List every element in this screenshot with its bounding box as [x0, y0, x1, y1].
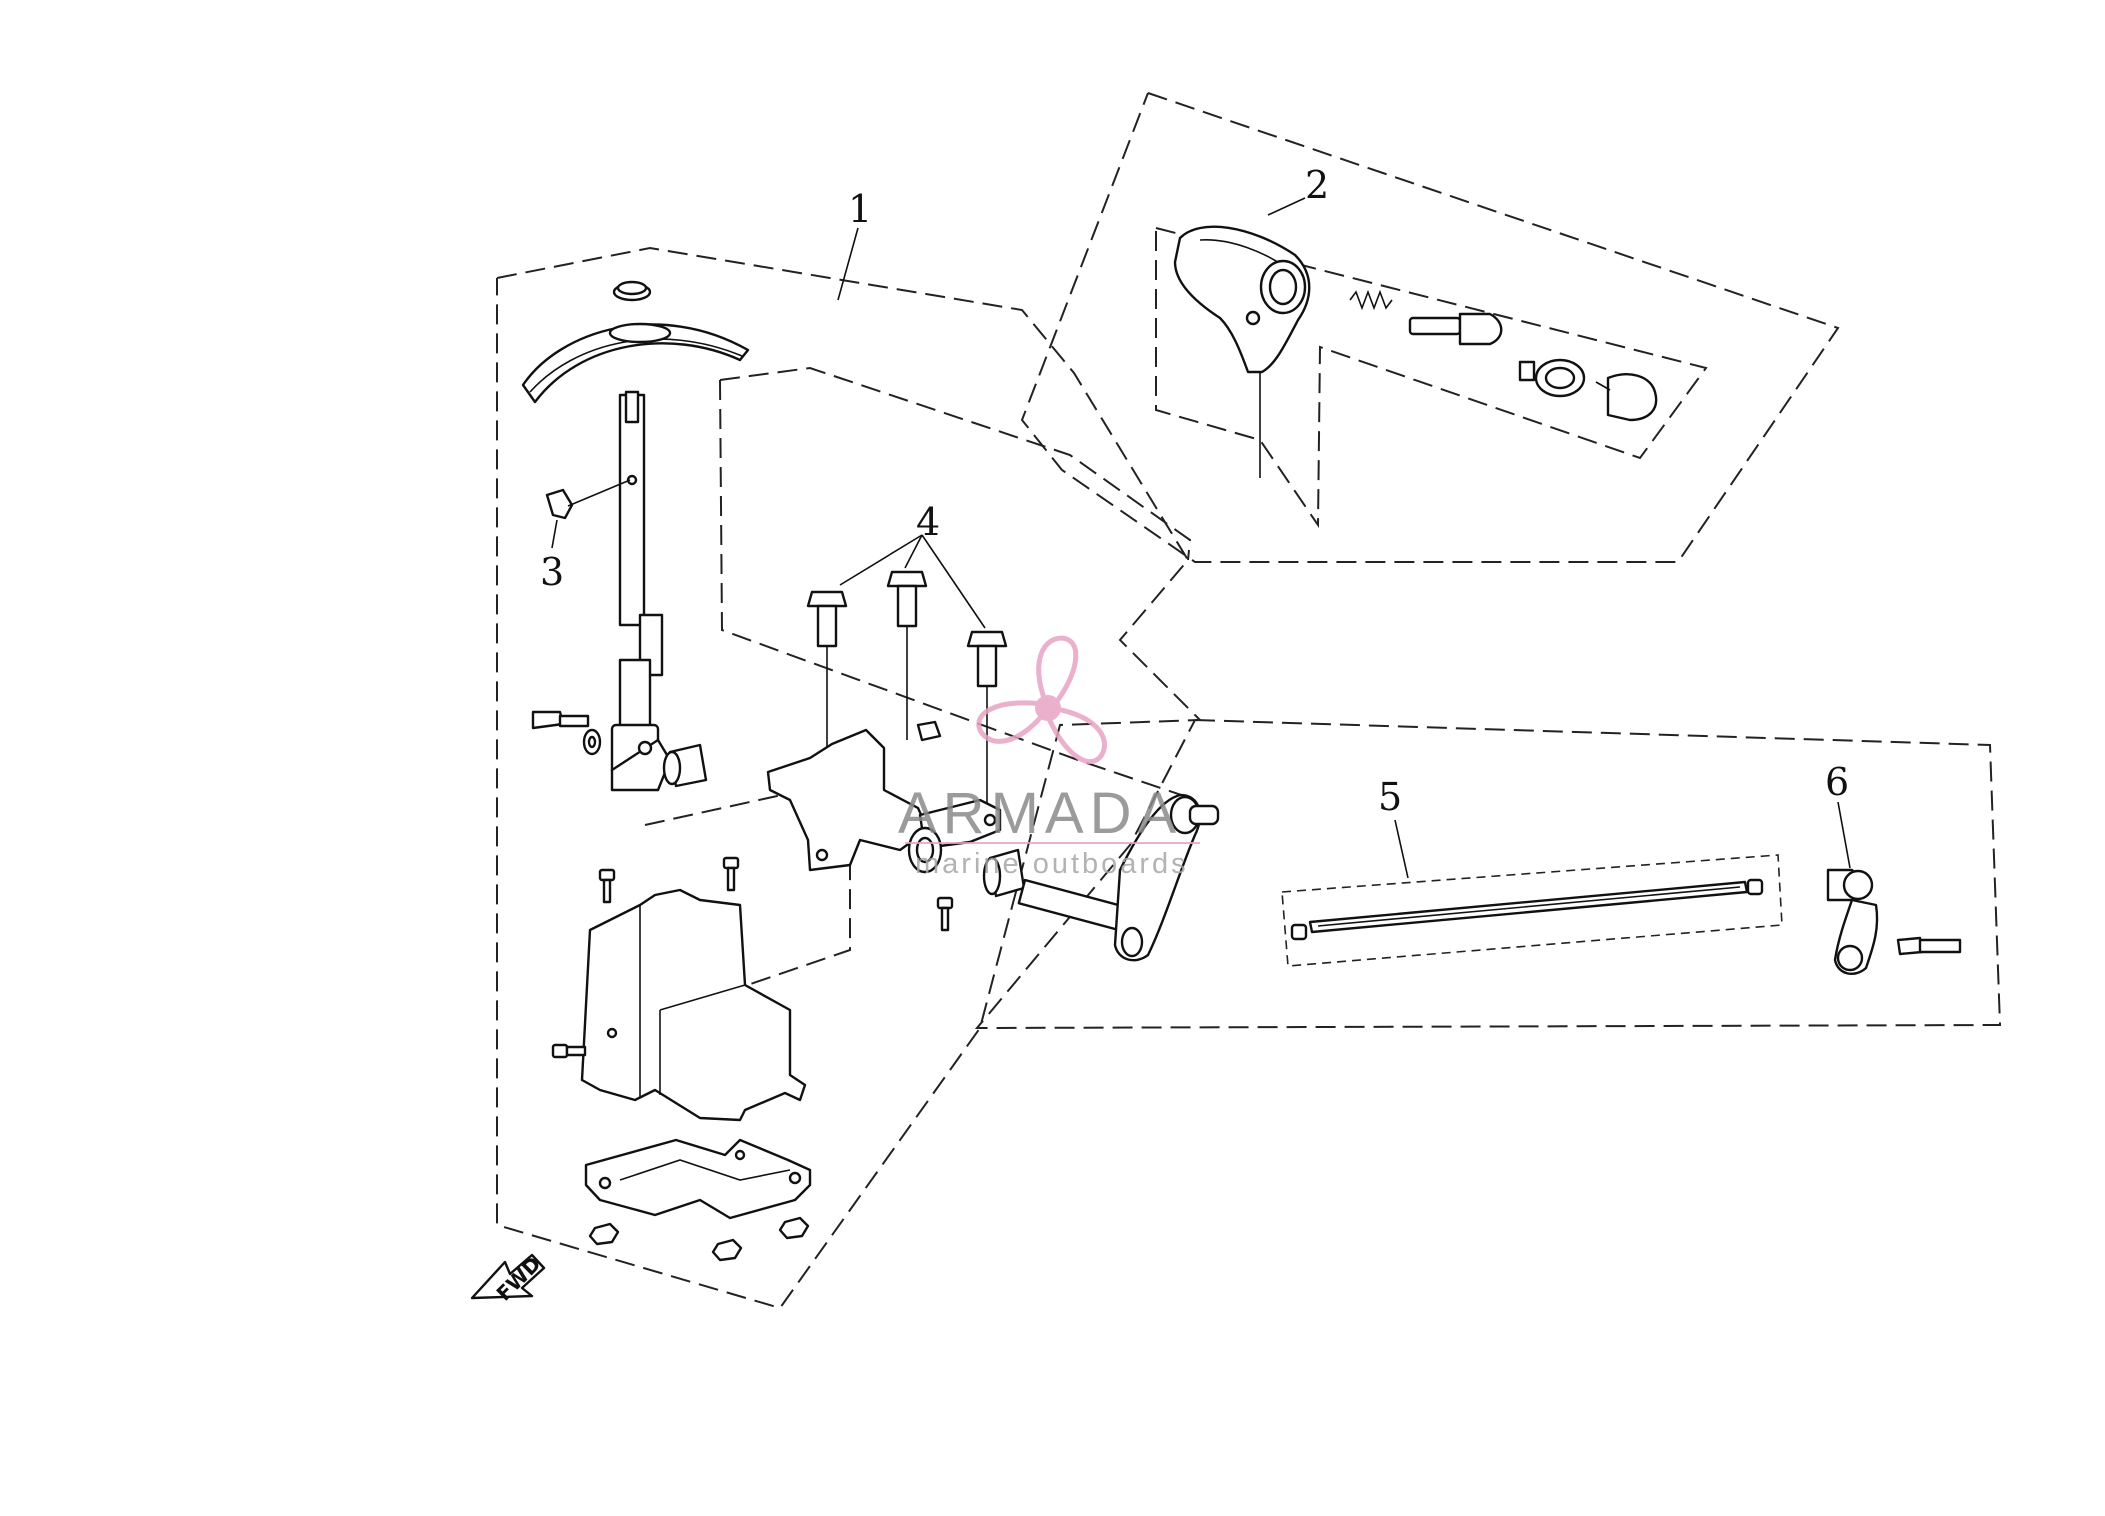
boundary-inner-2: [719, 379, 1197, 801]
part-set-screw: [545, 479, 631, 520]
part-shift-rod: [1290, 819, 1764, 941]
part-lower-housing: [551, 856, 954, 1122]
part-base-plate: [584, 1138, 812, 1262]
callout-4: 4: [916, 500, 940, 544]
callout-5: 5: [1378, 775, 1402, 819]
boundary-group-2: [1020, 92, 1840, 563]
boundary-shift-rod: [1281, 854, 1783, 967]
part-handle-knob-assembly: [1173, 225, 1658, 478]
housing-screws: [551, 856, 954, 1059]
part-flange-bolts: [806, 534, 1008, 820]
callout-3: 3: [540, 550, 564, 594]
watermark-title: ARMADA: [898, 781, 1182, 846]
callout-6: 6: [1825, 760, 1849, 804]
callout-1: 1: [848, 187, 872, 231]
boundary-group-1: [496, 246, 1203, 1310]
forward-arrow-icon: FWD: [470, 1252, 546, 1306]
callout-labels: 1 2 3 4 5 6: [540, 163, 1849, 819]
boundary-inner-1: [719, 366, 1192, 561]
propeller-logo-icon: [976, 635, 1107, 764]
watermark-subtitle: marine outboards: [915, 848, 1189, 880]
part-shift-lever-assembly: [521, 280, 750, 792]
boundary-group-2-inner: [1155, 227, 1708, 529]
callout-2: 2: [1305, 163, 1329, 207]
part-shift-lever-arm: [1826, 801, 1962, 976]
part-shift-crank: [1017, 793, 1220, 962]
boundary-group-linkage: [974, 719, 2002, 1030]
watermark: ARMADA marine outboards: [898, 635, 1200, 880]
